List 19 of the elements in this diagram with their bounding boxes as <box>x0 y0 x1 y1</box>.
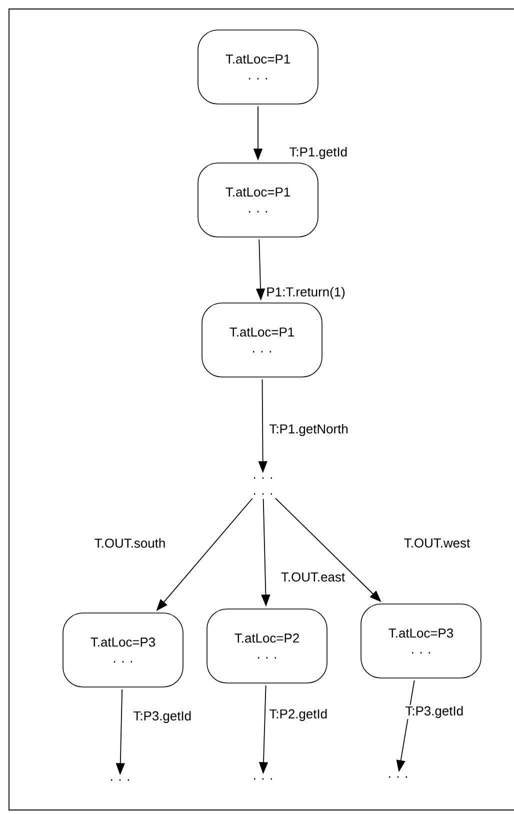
state-box: T.atLoc=P3 . . . <box>62 612 184 688</box>
state-box: T.atLoc=P1 . . . <box>202 302 322 378</box>
edge-label: T.OUT.west <box>402 537 472 549</box>
state-box: T.atLoc=P3 . . . <box>360 604 482 678</box>
edge-label: T:P2.getId <box>268 708 328 722</box>
edge-label: T.OUT.east <box>280 571 346 583</box>
ellipsis-text: . . . <box>111 779 129 781</box>
ellipsis-text: . . . <box>389 776 407 778</box>
edge-label: T:P1.getId <box>288 146 348 160</box>
edge-label: P1:T.return(1) <box>265 286 346 300</box>
state-box: T.atLoc=P2 . . . <box>206 608 328 684</box>
edge-label: T:P3.getId <box>404 704 464 720</box>
edge-label: T:P3.getId <box>132 710 192 724</box>
ellipsis-text: . . . . . . <box>254 477 272 495</box>
edge-label: T:P1.getNorth <box>268 422 350 438</box>
edge-label: T.OUT.south <box>93 537 167 549</box>
state-box: T.atLoc=P1 . . . <box>198 30 318 104</box>
ellipsis-text: . . . <box>254 778 272 780</box>
state-box: T.atLoc=P1 . . . <box>198 162 318 238</box>
